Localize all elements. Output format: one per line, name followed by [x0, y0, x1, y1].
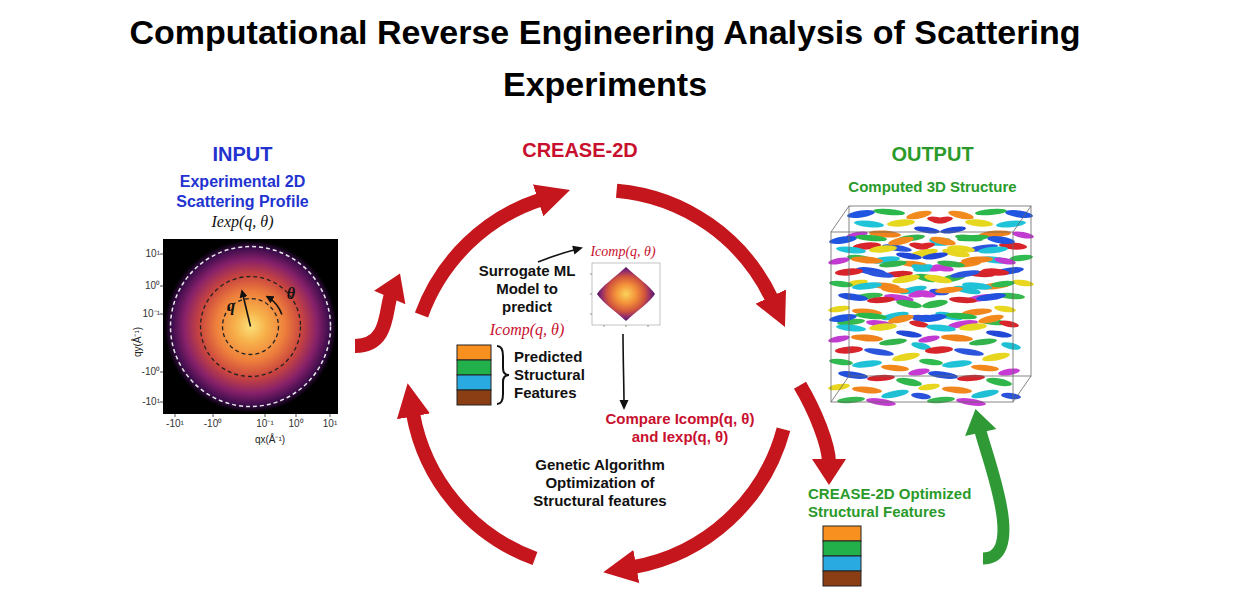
cycle-arc — [422, 199, 542, 315]
node-heading: OUTPUT — [825, 142, 1040, 166]
feature-group: Predicted Structural Features — [456, 344, 606, 406]
g-shape — [831, 206, 1031, 402]
axis-label: -10¹ — [166, 418, 184, 430]
path-shape — [597, 267, 655, 321]
axis-label: qy(Å⁻¹) — [132, 327, 144, 357]
g-shape — [828, 208, 1035, 408]
use-shape — [918, 312, 1022, 408]
node-body: Genetic Algorithm Optimization of Struct… — [520, 456, 680, 510]
node-body: Compare Icomp(q, θ) and Iexp(q, θ) — [600, 410, 760, 446]
circle-shape — [201, 277, 301, 377]
computed-plot-image — [584, 262, 662, 334]
connector-line — [800, 385, 829, 463]
axis-label: 10⁰ — [288, 418, 303, 430]
node-body: CREASE-2D Optimized Structural Features — [808, 485, 983, 521]
path-shape — [160, 254, 330, 417]
node-body: Computed 3D Structure — [825, 178, 1040, 196]
path-shape — [497, 346, 509, 404]
connector — [965, 409, 1003, 558]
axis-label: 10⁻¹ — [143, 308, 160, 320]
scattering-plot-image — [130, 236, 355, 451]
feature-stack — [822, 525, 862, 587]
axis-label: 10⁰ — [145, 280, 160, 292]
axis-label: 10¹ — [146, 248, 160, 260]
axis-label: -10¹ — [142, 396, 160, 408]
connector — [538, 246, 583, 262]
rect-shape — [163, 239, 338, 414]
node-heading: INPUT — [130, 142, 355, 166]
connector-line — [538, 250, 575, 262]
curly-brace — [496, 344, 510, 406]
axis-label: 10¹ — [323, 418, 337, 430]
path-shape — [831, 206, 1031, 402]
process-text: Surrogate ML Model to predictIcomp(q, θ) — [472, 262, 582, 340]
compare-text: Compare Icomp(q, θ) and Iexp(q, θ) — [600, 410, 760, 446]
scattering-plot: 10¹ 10⁰ 10⁻¹ -10⁰ -10¹ qy(Å⁻¹) -10¹ -10⁰ 10⁻¹ 10⁰… — [130, 236, 355, 451]
circle-shape — [171, 247, 331, 407]
node-heading: CREASE-2D — [400, 138, 800, 162]
cycle-arc — [413, 413, 535, 559]
rect-shape — [831, 232, 1013, 402]
formula-text: Iexp(q, θ) — [130, 212, 355, 232]
formula-text: Icomp(q, θ) — [472, 320, 582, 340]
path-shape — [590, 274, 648, 327]
path-shape — [267, 297, 282, 315]
use-shape — [828, 312, 932, 408]
rect-shape — [823, 571, 861, 586]
connector-line — [355, 294, 391, 346]
connector — [620, 334, 629, 410]
node-body: Surrogate ML Model to predict — [472, 262, 582, 316]
structure-cube — [825, 204, 1040, 409]
process-text: Genetic Algorithm Optimization of Struct… — [520, 456, 680, 510]
rect-shape — [457, 345, 491, 360]
axis-label: -10⁰ — [142, 366, 160, 378]
symbol-label: θ — [287, 285, 295, 303]
optimized-features: CREASE-2D Optimized Structural Features — [808, 485, 983, 587]
rect-shape — [457, 390, 491, 405]
arrow-head — [572, 246, 583, 255]
diagram-title: Computational Reverse Engineering Analys… — [125, 6, 1085, 110]
cycle-arc-group — [413, 191, 784, 567]
computed-plot: Icomp(q, θ) — [583, 243, 663, 334]
axis-label: -10⁰ — [204, 418, 222, 430]
symbol-label: q — [227, 297, 235, 315]
node-body: Predicted Structural Features — [514, 348, 599, 402]
rect-shape — [849, 206, 1031, 376]
connector-line — [623, 334, 624, 402]
rect-shape — [457, 360, 491, 375]
input-panel: INPUT Experimental 2D Scattering ProfileI… — [130, 142, 355, 451]
rect-shape — [592, 263, 660, 325]
connector-line — [980, 429, 1004, 559]
axis-label: qx(Å⁻¹) — [255, 434, 285, 446]
connector — [355, 274, 405, 346]
arrow-head — [965, 409, 996, 436]
crease-region: CREASE-2DSurrogate ML Model to predictIc… — [400, 138, 800, 590]
rect-shape — [823, 526, 861, 541]
arrow-head — [812, 459, 846, 485]
formula-text: Icomp(q, θ) — [583, 243, 663, 260]
axis-label: 10⁻¹ — [256, 418, 273, 430]
feature-stack — [456, 344, 492, 406]
arrow-head — [374, 274, 405, 305]
rect-shape — [823, 556, 861, 571]
node-body: Experimental 2D Scattering Profile — [158, 172, 328, 212]
rect-shape — [823, 541, 861, 556]
output-panel: OUTPUT Computed 3D Structure — [825, 142, 1040, 409]
circle-shape — [165, 241, 337, 413]
rect-shape — [457, 375, 491, 390]
line-shape — [242, 291, 251, 327]
arrow-head — [620, 400, 629, 410]
